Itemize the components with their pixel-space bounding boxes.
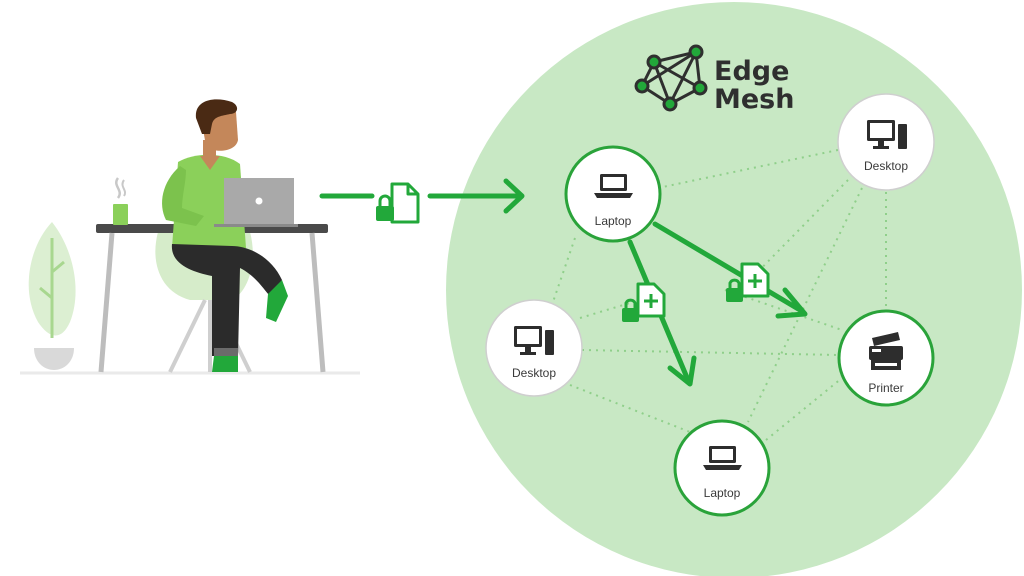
node-label: Desktop bbox=[864, 159, 908, 173]
printer-icon bbox=[869, 332, 903, 370]
locked-file-icon bbox=[376, 182, 420, 224]
node-desktop-left: Desktop bbox=[485, 299, 583, 397]
link-laptop-top-desktop-left bbox=[552, 237, 576, 303]
link-laptop-bottom-printer bbox=[765, 377, 843, 441]
link-desktop-left-laptop-bottom bbox=[569, 384, 691, 433]
node-laptop-top: Laptop bbox=[564, 145, 662, 243]
desk-legs bbox=[98, 232, 326, 373]
person-arm bbox=[162, 166, 204, 226]
brand-logo: Edge Mesh bbox=[634, 44, 794, 115]
node-printer: Printer bbox=[837, 309, 935, 407]
person-sock bbox=[214, 348, 238, 356]
plant-icon bbox=[28, 222, 76, 370]
node-desktop-right: Desktop bbox=[837, 93, 935, 191]
arrow-laptop-to-printer bbox=[652, 221, 803, 313]
node-label: Laptop bbox=[595, 214, 632, 228]
locked-file-add-icon bbox=[622, 282, 666, 322]
locked-file-add-icon bbox=[726, 262, 770, 302]
mesh-network-icon bbox=[634, 44, 708, 112]
laptop-icon bbox=[214, 178, 298, 227]
brand-name-line1: Edge bbox=[714, 56, 789, 87]
person-collar bbox=[200, 156, 220, 170]
person-at-desk-illustration bbox=[20, 99, 360, 375]
inbound-arrow bbox=[319, 178, 525, 214]
desktop-computer-icon bbox=[867, 120, 907, 149]
node-label: Desktop bbox=[512, 366, 556, 380]
link-laptop-top-desktop-right bbox=[657, 149, 839, 189]
person-shoe-left bbox=[212, 356, 238, 372]
person-legs bbox=[171, 244, 282, 356]
node-laptop-bottom: Laptop bbox=[673, 419, 771, 517]
node-label: Printer bbox=[868, 381, 903, 395]
arrow-head-printer bbox=[775, 287, 808, 319]
laptop-icon bbox=[703, 446, 742, 470]
person-hair bbox=[195, 99, 238, 134]
mesh-links bbox=[552, 149, 887, 441]
link-desktop-right-laptop-bottom bbox=[747, 187, 863, 423]
link-desktop-right-center bbox=[739, 179, 849, 291]
arrow-head-inbound bbox=[503, 178, 525, 214]
arrow-head-laptop-bottom bbox=[667, 355, 697, 387]
link-desktop-left-printer bbox=[581, 349, 839, 356]
laptop-icon bbox=[594, 174, 633, 198]
cup-icon bbox=[113, 177, 128, 225]
person-shoe-right bbox=[266, 280, 288, 322]
node-label: Laptop bbox=[704, 486, 741, 500]
desktop-computer-icon bbox=[514, 326, 554, 355]
brand-name-line2: Mesh bbox=[714, 84, 794, 115]
